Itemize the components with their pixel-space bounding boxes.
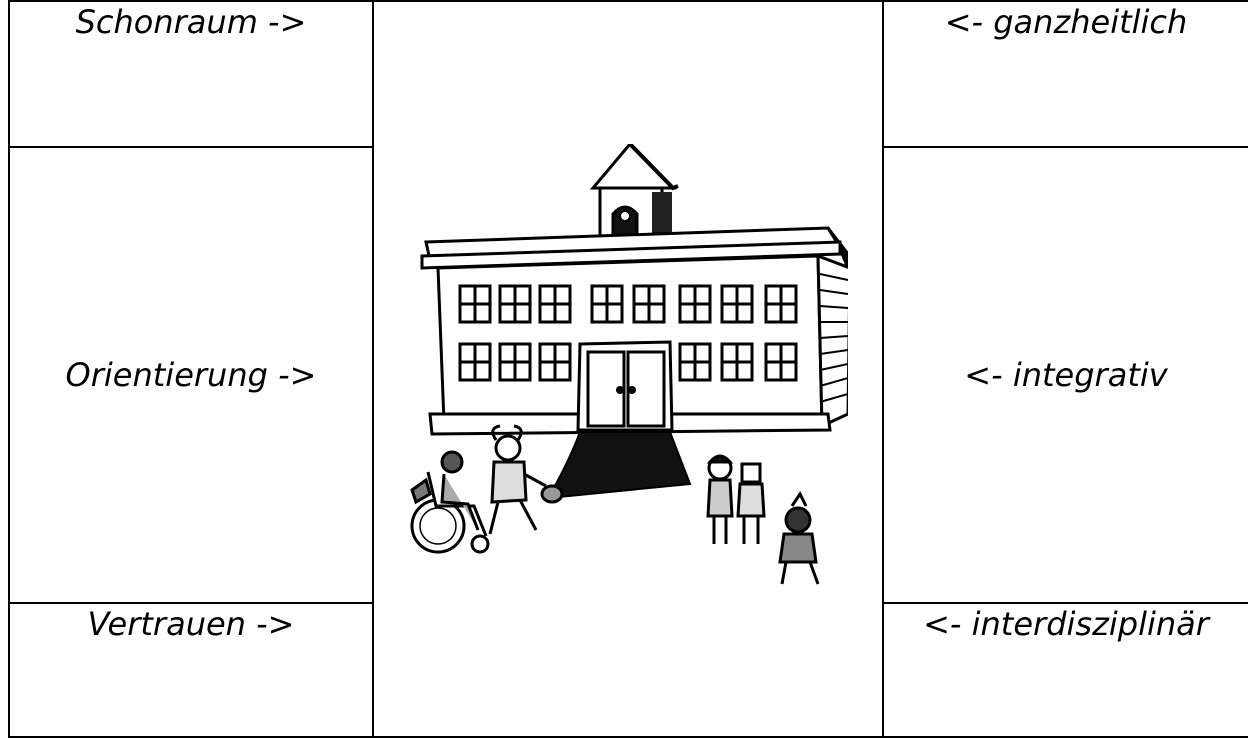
door	[576, 340, 674, 432]
child-with-bag-icon	[488, 424, 564, 535]
label-vertrauen: Vertrauen ->	[87, 605, 295, 643]
label-orientierung: Orientierung ->	[65, 356, 317, 394]
roof	[420, 226, 848, 270]
cell-ganzheitlich: <- ganzheitlich	[882, 0, 1248, 148]
label-interdisziplinaer: <- interdisziplinär	[923, 605, 1209, 643]
cell-schonraum: Schonraum ->	[8, 0, 374, 148]
label-integrativ: <- integrativ	[964, 356, 1168, 394]
school-building-icon	[410, 144, 848, 585]
two-children-icon	[706, 454, 766, 544]
concept-table: Schonraum ->	[8, 0, 1248, 738]
label-ganzheitlich: <- ganzheitlich	[944, 3, 1188, 41]
cell-orientierung: Orientierung ->	[8, 146, 374, 604]
bell-tower	[589, 144, 679, 240]
upper-windows	[458, 284, 798, 324]
cell-vertrauen: Vertrauen ->	[8, 602, 374, 738]
small-child-icon	[778, 491, 820, 585]
cell-interdisziplinaer: <- interdisziplinär	[882, 602, 1248, 738]
label-schonraum: Schonraum ->	[75, 3, 307, 41]
lower-windows	[458, 342, 798, 382]
cell-integrativ: <- integrativ	[882, 146, 1248, 604]
child-in-wheelchair-icon	[410, 450, 490, 554]
illustration-cell	[372, 0, 884, 738]
entrance-path	[546, 431, 692, 500]
